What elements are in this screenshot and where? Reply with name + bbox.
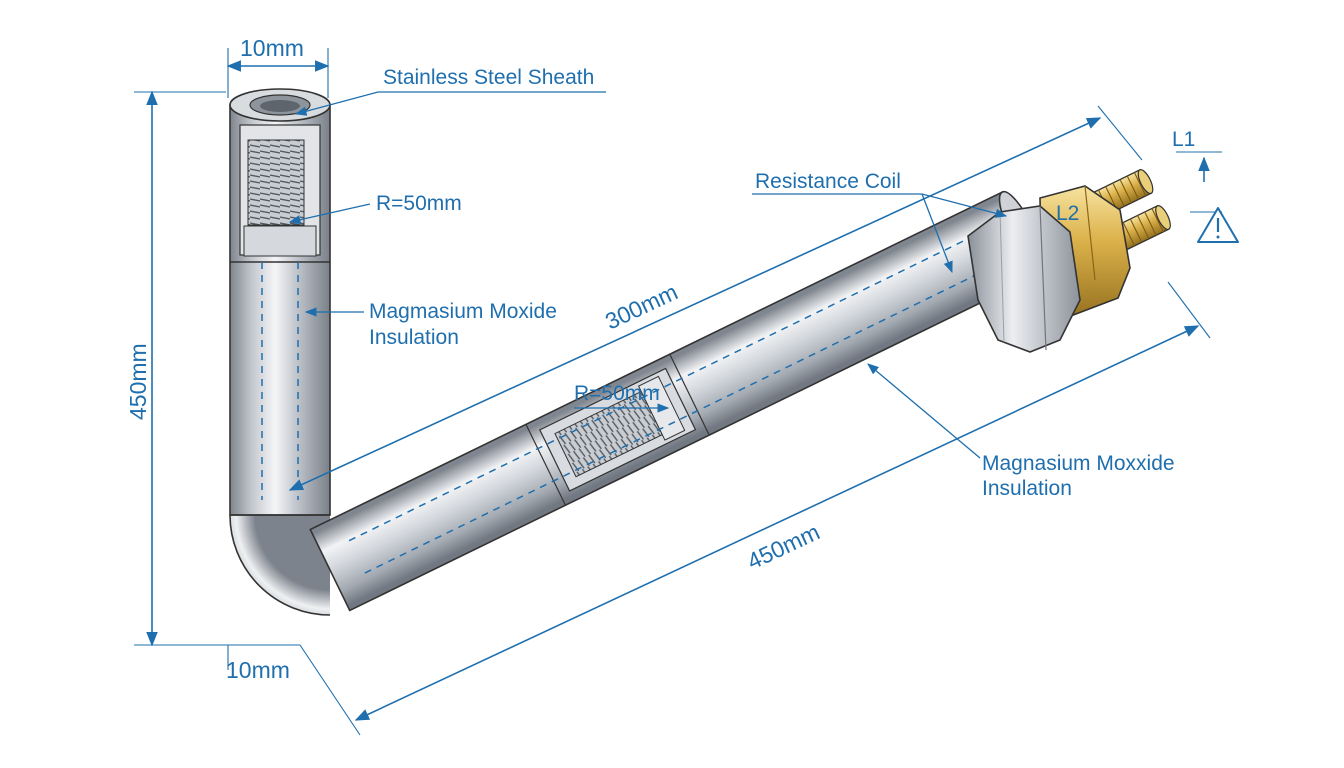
inner-length-dimension: 300mm (601, 279, 682, 335)
insulation-right-label-line2: Insulation (982, 477, 1072, 500)
leader-lines (288, 91, 1008, 459)
radius-mid-label: R=50mm (574, 382, 660, 405)
pipe-elbow (230, 515, 330, 615)
terminal-l2-label: L2 (1056, 202, 1079, 225)
pipe-horizontal-segment (309, 190, 1046, 612)
vertical-height-dimension: 450mm (125, 343, 151, 420)
heating-element-body (229, 88, 1046, 616)
warning-triangle-icon (1197, 207, 1239, 243)
stainless-steel-sheath-label: Stainless Steel Sheath (383, 66, 594, 89)
pipe-vertical-segment (229, 88, 331, 516)
insulation-right-label-line1: Magnasium Moxxide (982, 452, 1175, 475)
steel-hex-nut (967, 205, 1081, 353)
bottom-width-dimension: 10mm (226, 657, 290, 683)
terminal-l1-label: L1 (1172, 128, 1195, 151)
radius-top-label: R=50mm (376, 192, 462, 215)
resistance-coil-label: Resistance Coil (755, 170, 901, 193)
insulation-left-label-line1: Magmasium Moxide (369, 300, 557, 323)
top-width-dimension: 10mm (240, 35, 304, 61)
insulation-left-label-line2: Insulation (369, 326, 459, 349)
outer-length-dimension: 450mm (743, 519, 824, 575)
